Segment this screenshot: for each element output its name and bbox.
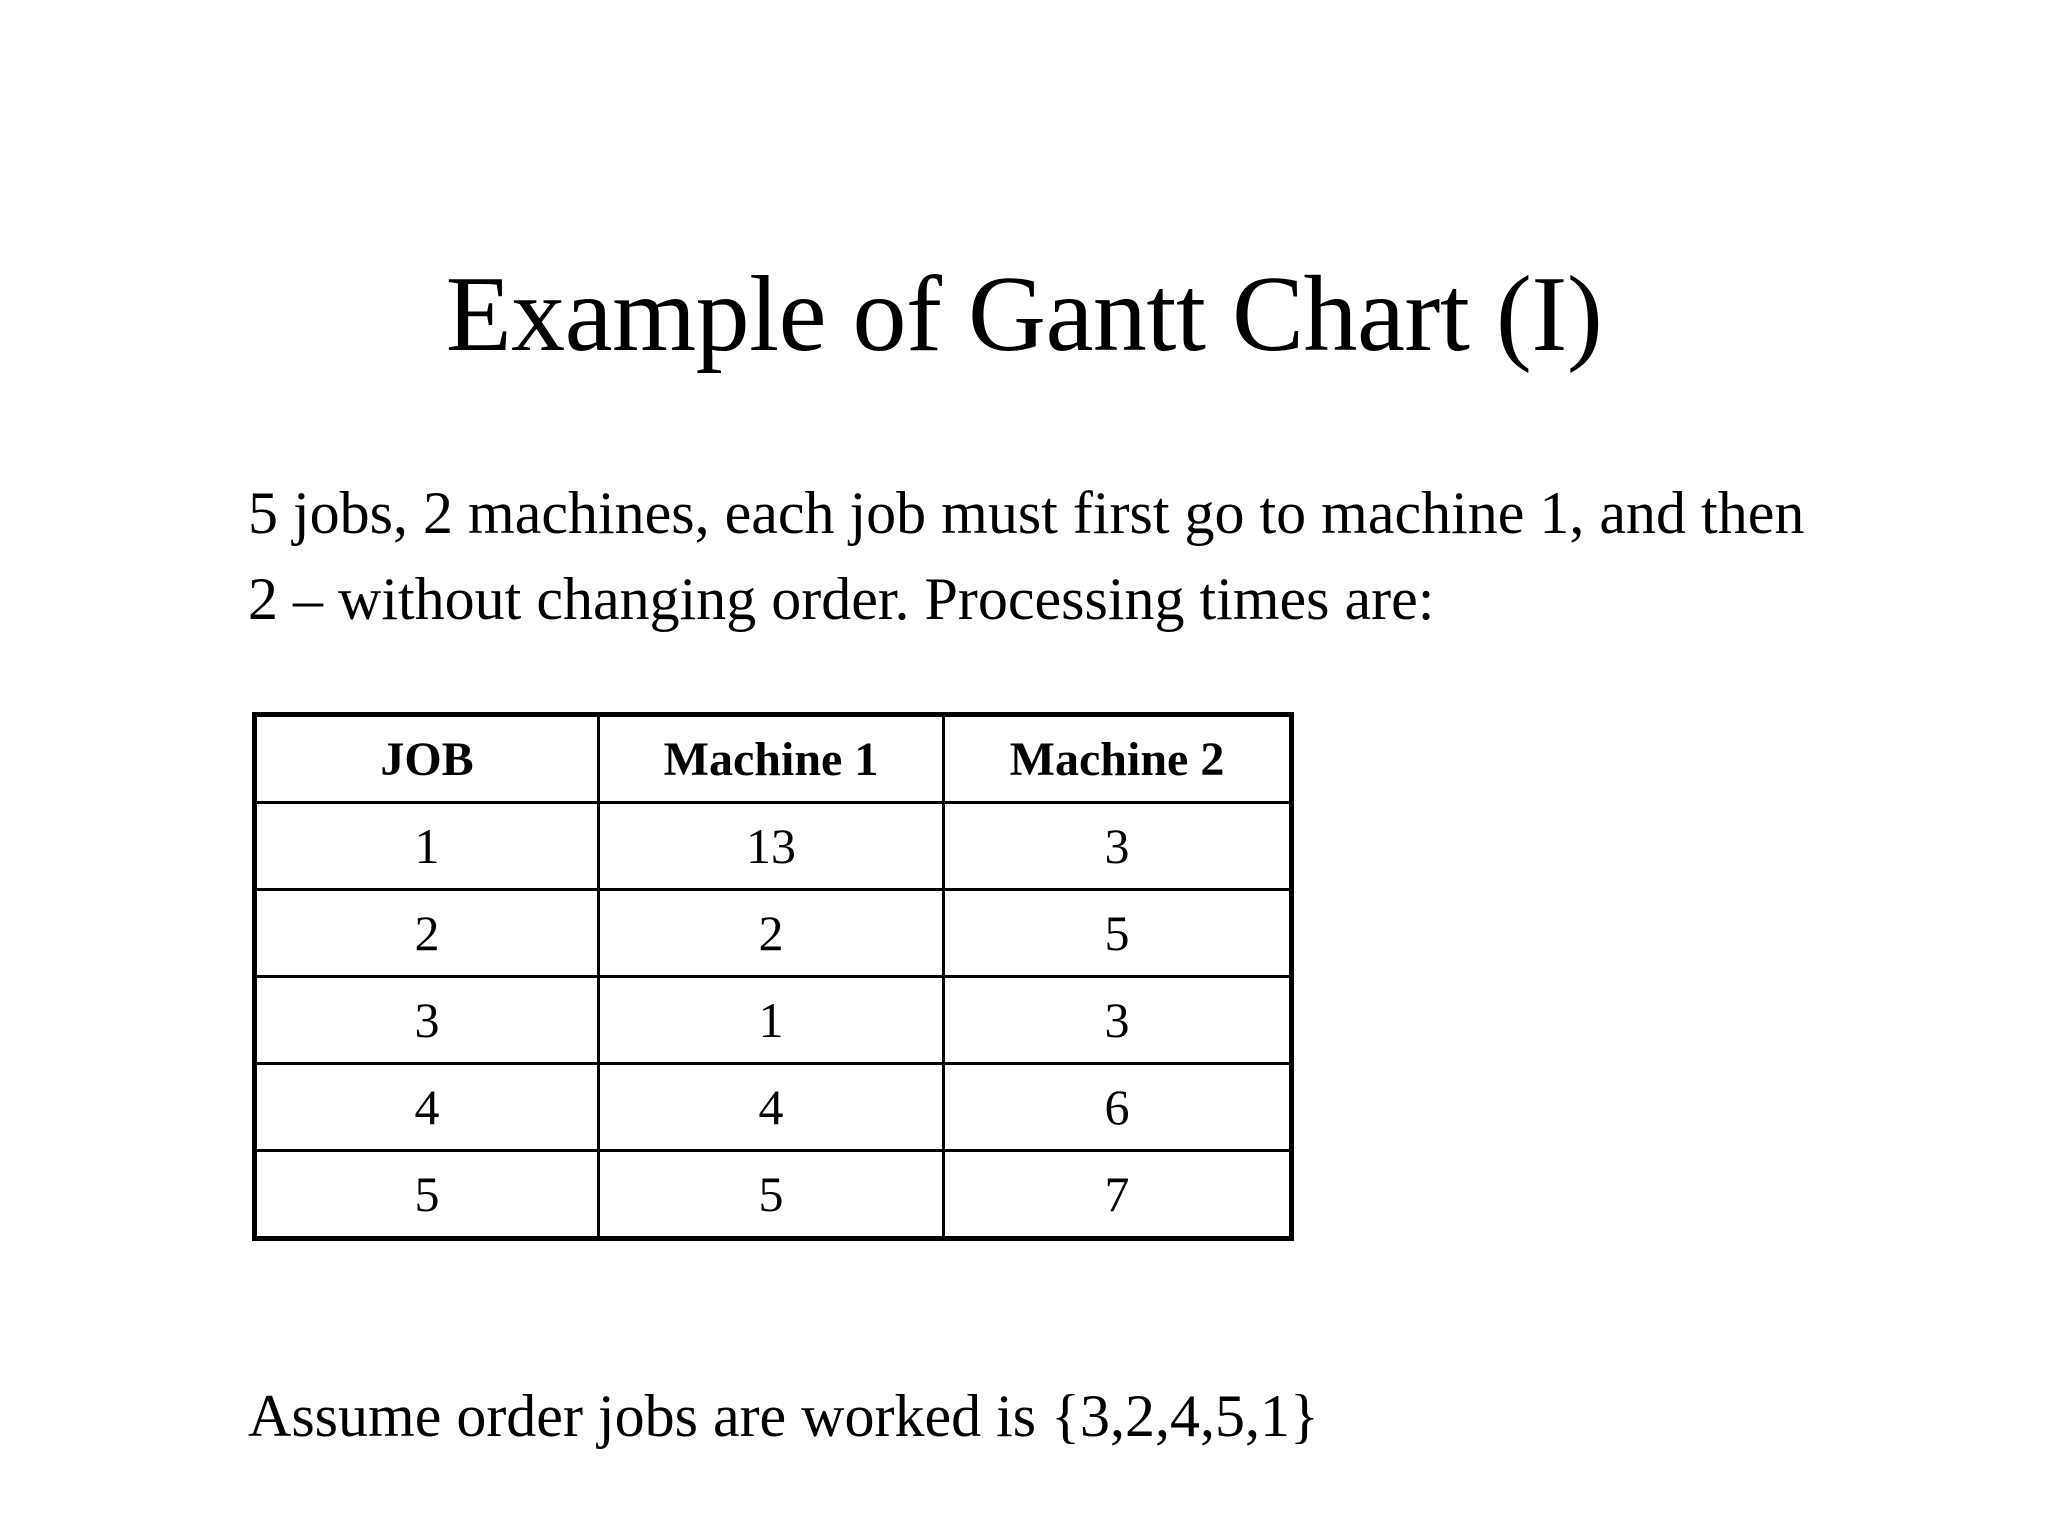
cell-machine-2: 5 [942,888,1293,978]
table-row: 3 1 3 [253,975,1293,1065]
table-row: 4 4 6 [253,1062,1293,1152]
cell-job: 2 [253,888,600,978]
cell-machine-1: 2 [597,888,945,978]
column-header-machine-1: Machine 1 [597,713,945,804]
column-header-job: JOB [253,713,600,804]
processing-times-table: JOB Machine 1 Machine 2 1 13 3 2 2 5 3 1… [252,712,1294,1241]
table-row: 5 5 7 [253,1149,1293,1240]
page-title: Example of Gantt Chart (I) [445,255,1603,375]
cell-machine-2: 3 [942,975,1293,1065]
cell-machine-2: 3 [942,801,1293,891]
table-row: 1 13 3 [253,801,1293,891]
cell-job: 3 [253,975,600,1065]
cell-job: 5 [253,1149,600,1240]
cell-machine-1: 13 [597,801,945,891]
job-order-note: Assume order jobs are worked is {3,2,4,5… [248,1383,1319,1449]
column-header-machine-2: Machine 2 [942,713,1293,804]
cell-machine-1: 4 [597,1062,945,1152]
table-row: 2 2 5 [253,888,1293,978]
cell-machine-2: 7 [942,1149,1293,1240]
table-header-row: JOB Machine 1 Machine 2 [253,713,1293,804]
cell-job: 4 [253,1062,600,1152]
cell-job: 1 [253,801,600,891]
cell-machine-1: 5 [597,1149,945,1240]
intro-paragraph: 5 jobs, 2 machines, each job must first … [248,480,1805,632]
cell-machine-2: 6 [942,1062,1293,1152]
cell-machine-1: 1 [597,975,945,1065]
